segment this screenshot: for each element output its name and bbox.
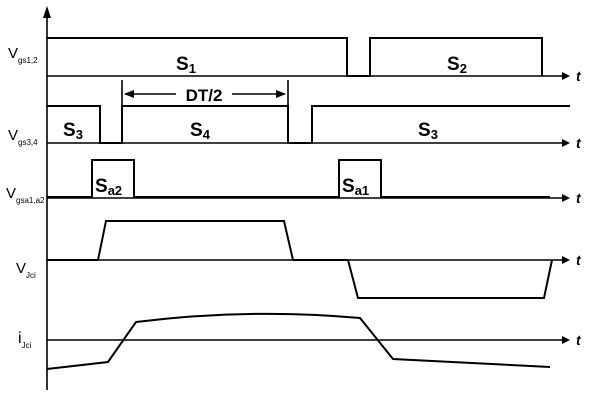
time-label-5: t — [576, 332, 582, 348]
switch-label-s2: S2 — [447, 54, 467, 76]
switch-label-s1: S1 — [176, 54, 196, 76]
waveform-vjci — [47, 220, 553, 299]
row-vgs12: t Vgs1,2 S1 S2 — [8, 37, 582, 84]
switch-label-s4: S4 — [190, 120, 211, 142]
switch-label-s3-second: S3 — [418, 120, 438, 142]
waveform-vgsa12 — [47, 159, 550, 198]
time-label-4: t — [576, 252, 582, 268]
time-label-2: t — [576, 135, 582, 151]
signal-label-vgs12: Vgs1,2 — [8, 45, 38, 65]
signal-label-ijci: iJci — [18, 330, 32, 350]
switch-label-sa1: Sa1 — [342, 176, 369, 198]
signal-label-vgsa12: Vgsa1,a2 — [6, 185, 45, 205]
row-ijci: t iJci — [18, 312, 582, 370]
waveform-ijci — [46, 312, 551, 370]
signal-label-vjci: VJci — [16, 260, 36, 280]
switch-label-s3-first: S3 — [63, 120, 83, 142]
waveform-vgs12 — [47, 37, 543, 77]
vertical-axis — [43, 6, 51, 390]
interval-dt2: DT/2 — [121, 80, 289, 106]
time-label-3: t — [576, 190, 582, 206]
time-label-1: t — [576, 68, 582, 84]
row-vjci: t VJci — [16, 220, 582, 299]
row-vgs34: t Vgs3,4 S3 S4 S3 — [8, 105, 582, 151]
interval-label: DT/2 — [186, 86, 223, 105]
waveform-vgs34 — [47, 105, 570, 144]
switch-label-sa2: Sa2 — [95, 176, 122, 198]
row-vgsa12: t Vgsa1,a2 Sa2 Sa1 — [6, 159, 582, 206]
signal-label-vgs34: Vgs3,4 — [8, 127, 38, 147]
